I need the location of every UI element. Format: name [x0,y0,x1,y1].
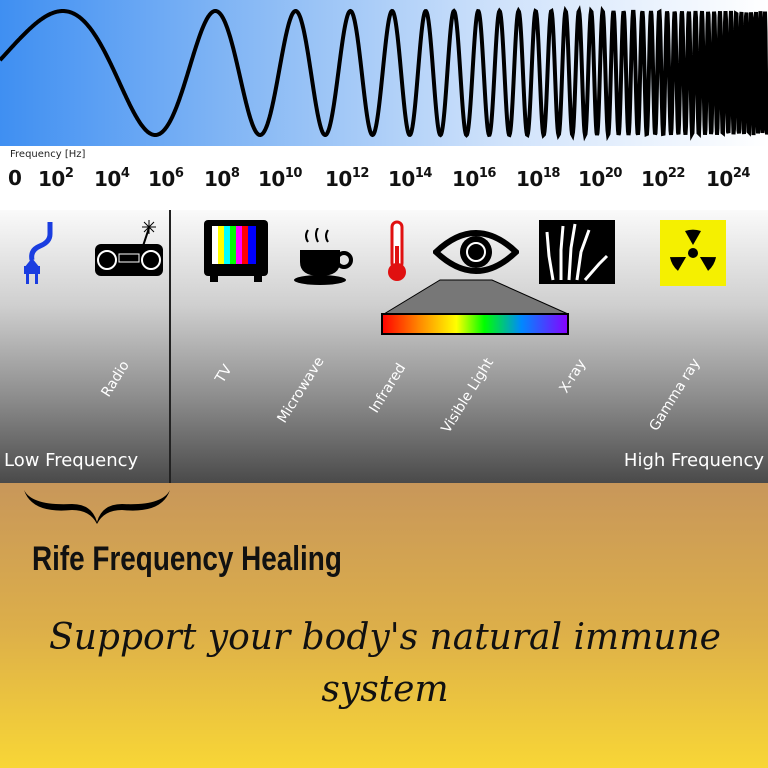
tick-label: 104 [94,166,130,191]
low-frequency-label: Low Frequency [4,450,139,471]
curly-brace-icon [24,490,170,524]
wave-line [0,5,768,142]
tick-label: 102 [38,166,74,191]
tick-label: 1018 [516,166,560,191]
wave-graphic [0,0,768,146]
visible-spectrum-bar [381,279,569,335]
axis-label: Frequency [Hz] [10,149,86,160]
thermometer-icon [388,220,406,281]
tick-label: 1016 [452,166,496,191]
tv-icon [204,220,268,282]
tick-label: 1014 [388,166,432,191]
tick-label: 1024 [706,166,750,191]
tick-label: 1022 [641,166,685,191]
radio-icon [95,220,163,276]
tick-label: 1020 [578,166,622,191]
tick-label: 106 [148,166,184,191]
eye-icon [433,230,519,274]
tick-label: 1010 [258,166,302,191]
x-ray-hand-icon [539,220,615,284]
tick-label: 108 [204,166,240,191]
tick-label: 1012 [325,166,369,191]
bottom-panel [0,483,768,768]
divider-line [169,210,171,483]
subtitle: Support your body's natural immune syste… [49,617,721,710]
high-frequency-label: High Frequency [623,450,764,471]
coffee-cup-icon [294,228,353,285]
tick-label: 0 [8,166,22,190]
title: Rife Frequency Healing [32,540,342,578]
radiation-icon [660,220,726,286]
power-plug-icon [24,222,53,284]
